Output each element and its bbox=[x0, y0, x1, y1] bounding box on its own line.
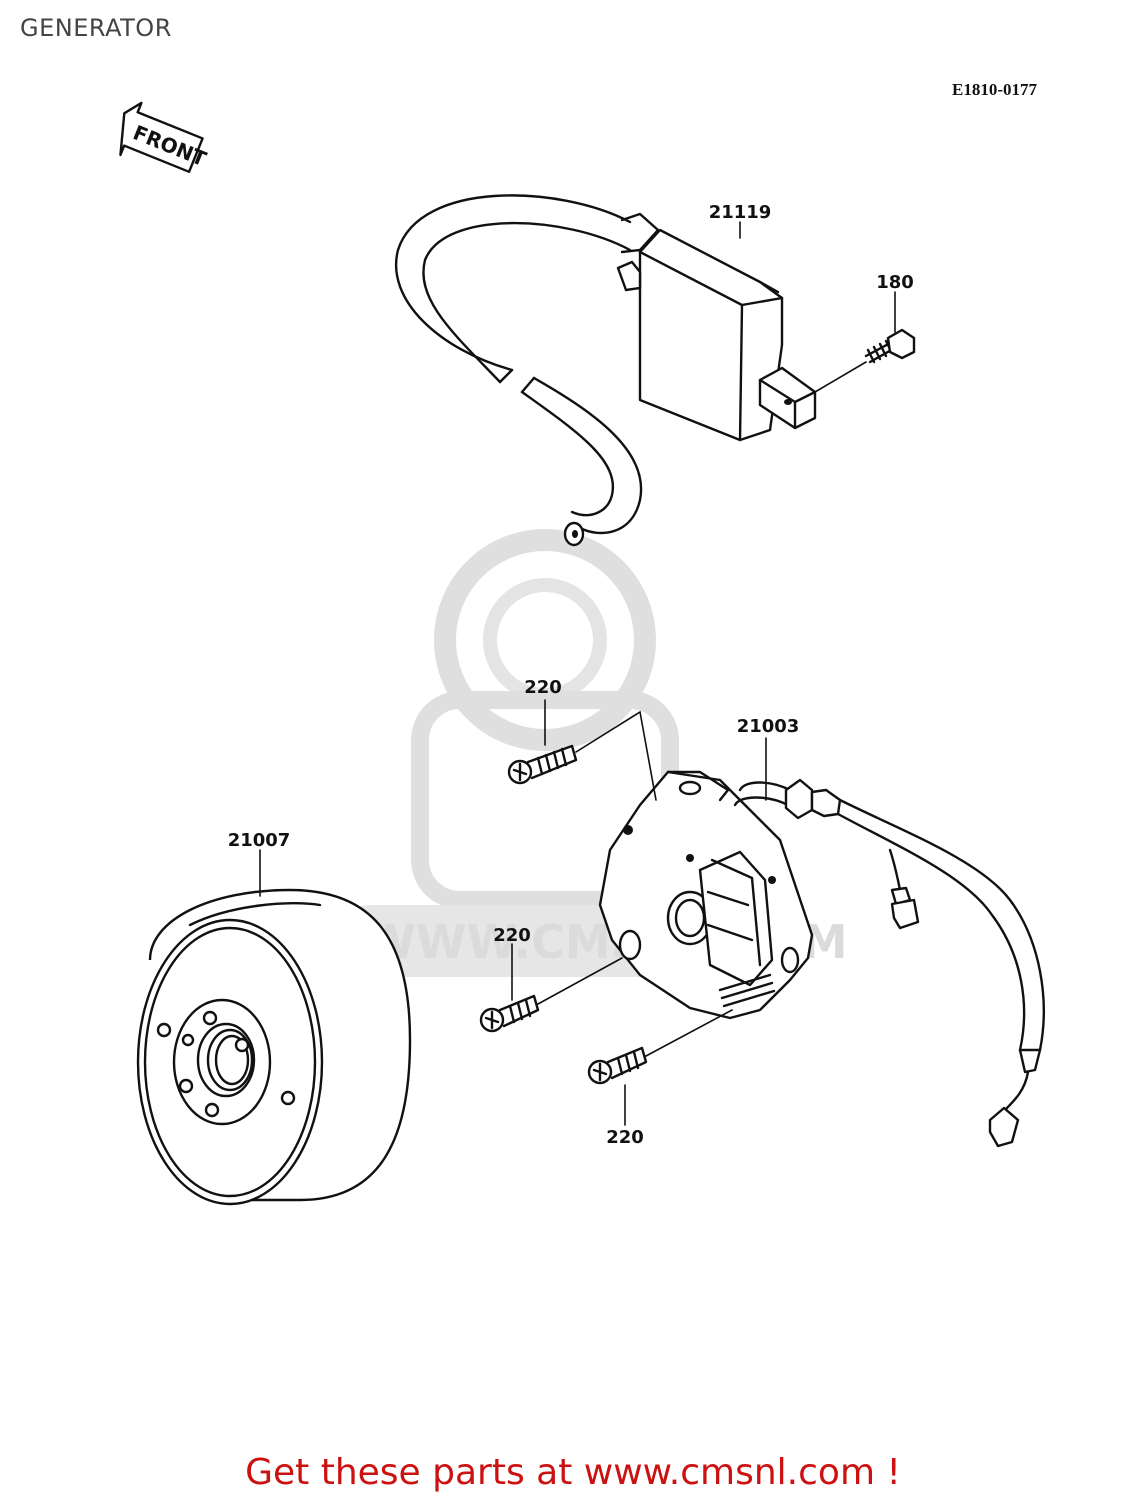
stator-screw-middle bbox=[479, 994, 540, 1033]
parts-diagram: WWW.CMSNL.COM FRONT bbox=[119, 101, 1045, 1206]
front-arrow: FRONT bbox=[119, 101, 210, 174]
callout-stator-screw-top: 220 bbox=[524, 677, 562, 698]
callout-rotor: 21007 bbox=[228, 830, 291, 851]
promo-link[interactable]: Get these parts at www.cmsnl.com ! bbox=[245, 1452, 901, 1493]
page-title: GENERATOR bbox=[20, 14, 172, 42]
callout-stator: 21003 bbox=[737, 716, 800, 737]
callout-ignition-coil: 21119 bbox=[709, 202, 772, 223]
stator-screw-bottom bbox=[587, 1046, 648, 1085]
stator-wiring bbox=[733, 778, 1045, 1148]
leader-lines bbox=[259, 221, 896, 1126]
coil-bolt bbox=[814, 328, 916, 393]
callout-stator-screw-bottom: 220 bbox=[606, 1127, 644, 1148]
ignition-coil-hose bbox=[395, 194, 660, 547]
diagram-code: E1810-0177 bbox=[952, 80, 1037, 99]
stator bbox=[598, 770, 814, 1020]
callout-coil-bolt: 180 bbox=[876, 272, 914, 293]
rotor bbox=[136, 888, 412, 1206]
callout-stator-screw-middle: 220 bbox=[493, 925, 531, 946]
ignition-coil bbox=[616, 228, 817, 442]
stator-screw-top bbox=[507, 744, 578, 785]
